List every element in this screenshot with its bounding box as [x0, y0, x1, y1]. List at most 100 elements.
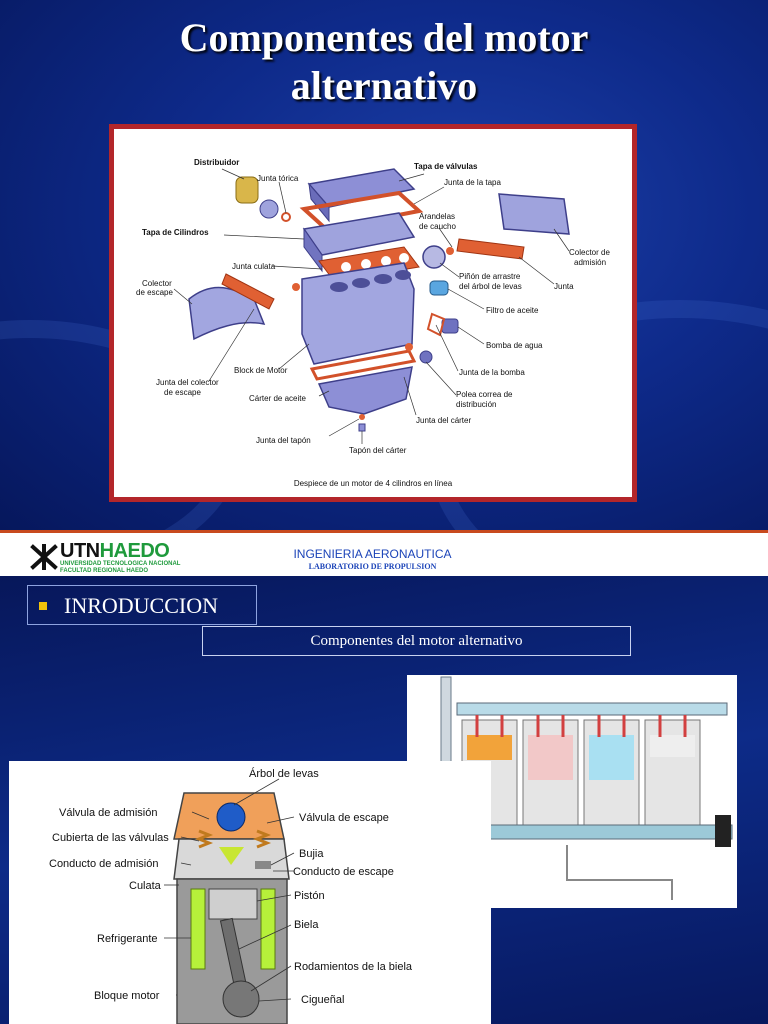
logo-subtitle-1: UNIVERSIDAD TECNOLOGICA NACIONAL [60, 561, 181, 567]
drain-plug-gasket [359, 414, 365, 420]
label-piston: Pistón [294, 890, 325, 902]
label-polea-1: Polea correa de [456, 390, 513, 399]
coolant-right [260, 888, 276, 970]
intake-gasket [456, 238, 525, 260]
drain-plug-shape [358, 423, 366, 432]
label-pinon-2: del árbol de levas [459, 282, 522, 291]
gasket-hole [381, 256, 391, 266]
valve-springs [194, 829, 272, 849]
camshaft-lobe [216, 802, 246, 832]
camshaft-shape [456, 702, 728, 716]
label-tapa-cilindros: Tapa de Cilindros [142, 228, 209, 237]
piston-cutaway-figure: Árbol de levas Válvula de admisión Válvu… [9, 761, 491, 1024]
label-junta-colector-2: de escape [164, 388, 201, 397]
department-name: INGENIERIA AERONAUTICA [293, 547, 452, 561]
utn-logo-wordmark: UTNHAEDO [60, 540, 170, 562]
oil-pan-shape [317, 366, 413, 415]
slide-introduction: INRODUCCION Componentes del motor altern… [0, 576, 768, 1024]
oil-pan-gasket [309, 349, 417, 381]
exhaust-manifold-shape [188, 286, 266, 341]
label-arbol-levas: Árbol de levas [249, 767, 319, 780]
label-filtro-aceite: Filtro de aceite [486, 306, 539, 315]
engine-block-shape [301, 262, 415, 365]
washer [405, 343, 413, 351]
label-junta-tapa: Junta de la tapa [444, 178, 501, 187]
combustion-1 [467, 735, 512, 760]
slide-title: Componentes del motor alternativo [0, 14, 768, 110]
oil-filter-shape [429, 280, 449, 296]
label-valvula-admision: Válvula de admisión [59, 807, 157, 819]
logo-utn-text: UTN [60, 540, 100, 562]
slide-header-bar: UTNHAEDO UNIVERSIDAD TECNOLOGICA NACIONA… [0, 530, 768, 576]
label-arandelas-2: de caucho [419, 222, 456, 231]
label-junta-carter: Junta del cárter [416, 416, 471, 425]
logo-haedo-text: HAEDO [99, 540, 170, 562]
exhaust-gasket [221, 273, 275, 310]
mixture-2 [528, 735, 573, 780]
gasket-hole [361, 259, 371, 269]
utn-logo: UTNHAEDO UNIVERSIDAD TECNOLOGICA NACIONA… [30, 540, 200, 574]
timing-pulley-shape [419, 350, 433, 364]
valves [475, 715, 687, 737]
cam-gear-shape [422, 245, 446, 269]
piston-shape [208, 888, 258, 920]
label-colector-admision-1: Colector de [569, 248, 610, 257]
label-refrigerante: Refrigerante [97, 933, 158, 945]
label-conducto-escape: Conducto de escape [293, 866, 394, 878]
label-junta-torica: Junta tórica [257, 174, 299, 183]
engine-diagram: Distribuidor Junta tórica Tapa de válvul… [136, 158, 610, 488]
label-ciguenal: Cigueñal [301, 994, 344, 1006]
washer [292, 283, 300, 291]
o-ring [281, 212, 291, 222]
label-valvula-escape: Válvula de escape [299, 812, 389, 824]
label-rodamientos-biela: Rodamientos de la biela [294, 961, 413, 973]
cylinder-bore [395, 270, 411, 280]
label-junta-tapon: Junta del tapón [256, 436, 311, 445]
bullet-icon [39, 602, 47, 610]
label-bloque-motor: Bloque motor [94, 990, 160, 1002]
cylinder-bore [330, 282, 348, 292]
intake-manifold-shape [498, 193, 570, 235]
leader-lines [173, 168, 570, 444]
label-biela: Biela [294, 919, 319, 931]
exhaust-4 [650, 735, 695, 757]
label-block-motor: Block de Motor [234, 366, 288, 375]
label-tapon-carter: Tapón del cárter [349, 446, 407, 455]
laboratory-name: LABORATORIO DE PROPULSION [308, 562, 437, 571]
label-junta-culata: Junta culata [232, 262, 276, 271]
coolant-left [190, 888, 206, 970]
label-carter-aceite: Cárter de aceite [249, 394, 306, 403]
label-conducto-admision: Conducto de admisión [49, 858, 158, 870]
label-bomba-agua: Bomba de agua [486, 341, 543, 350]
crankshaft-shape [222, 980, 260, 1018]
slide-engine-exploded: Componentes del motor alternativo [0, 0, 768, 530]
cylinder-head-side [303, 227, 323, 273]
exploded-engine-figure: Distribuidor Junta tórica Tapa de válvul… [109, 124, 637, 502]
label-tapa-valvulas: Tapa de válvulas [414, 162, 478, 171]
distributor-body [259, 199, 279, 219]
leader-lines [164, 778, 295, 1002]
label-bujia: Bujia [299, 848, 324, 860]
label-colector-admision-2: admisión [574, 258, 606, 267]
oil-line [566, 845, 673, 900]
cylinder-bore [352, 278, 370, 288]
label-colector-escape-1: Colector [142, 279, 172, 288]
section-heading-box: INRODUCCION [27, 585, 257, 625]
section-heading: INRODUCCION [64, 593, 218, 618]
label-arandelas-1: Arandelas [419, 212, 455, 221]
valve-cover-side [308, 182, 330, 223]
label-cubierta-valvulas: Cubierta de las válvulas [52, 832, 169, 844]
label-distribuidor: Distribuidor [194, 158, 239, 167]
title-line-1: Componentes del motor [179, 15, 589, 60]
combustion-chamber [219, 847, 244, 865]
distributor-shape [235, 176, 259, 204]
valve-cover-gasket [299, 190, 424, 232]
cylinders [461, 719, 701, 826]
label-colector-escape-2: de escape [136, 288, 173, 297]
crank-end [715, 815, 731, 847]
logo-subtitle-2: FACULTAD REGIONAL HAEDO [60, 568, 148, 574]
gasket-hole [399, 253, 409, 263]
gasket-hole [341, 262, 351, 272]
mixture-3 [589, 735, 634, 780]
label-junta-colector-1: Junta del colector [156, 378, 219, 387]
